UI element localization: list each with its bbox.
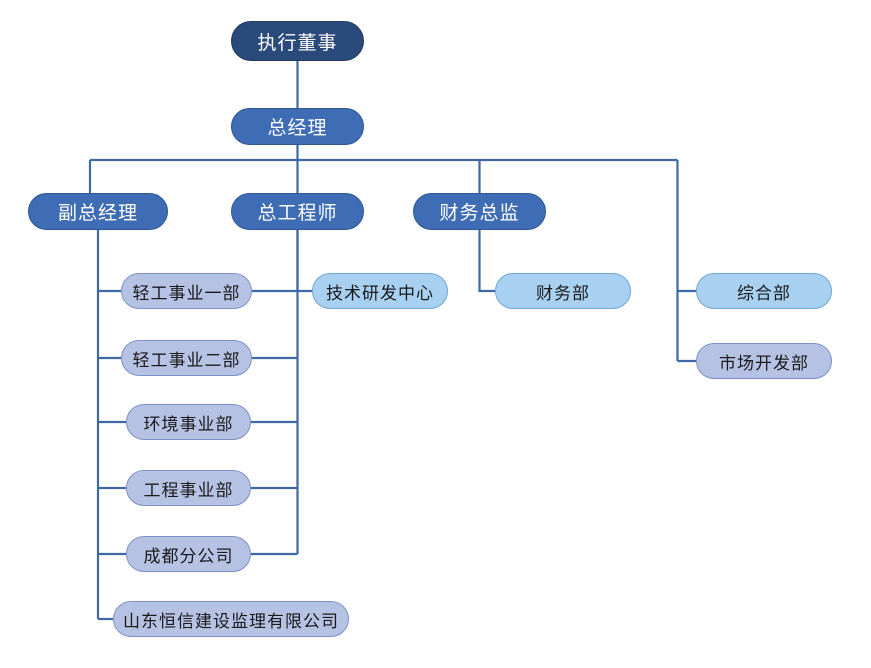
node-deputy-general-manager[interactable]: 副总经理 — [28, 193, 168, 230]
node-label: 山东恒信建设监理有限公司 — [123, 611, 339, 631]
node-general-manager[interactable]: 总经理 — [231, 108, 364, 145]
node-label: 轻工事业一部 — [132, 283, 241, 303]
node-chief-engineer[interactable]: 总工程师 — [231, 193, 364, 230]
node-label: 总工程师 — [257, 203, 338, 224]
node-rnd-center[interactable]: 技术研发中心 — [312, 273, 448, 309]
node-label: 成都分公司 — [143, 546, 234, 566]
node-label: 环境事业部 — [143, 414, 234, 434]
node-cfo[interactable]: 财务总监 — [413, 193, 546, 230]
node-label: 技术研发中心 — [326, 283, 434, 303]
edge-cfo-trunk — [478, 230, 495, 293]
node-label: 总经理 — [267, 118, 328, 139]
node-market-development-department[interactable]: 市场开发部 — [696, 343, 832, 379]
node-environment-division[interactable]: 环境事业部 — [126, 404, 251, 440]
node-label: 综合部 — [737, 283, 791, 303]
node-light-industry-div-1[interactable]: 轻工事业一部 — [121, 273, 252, 309]
node-general-affairs-department[interactable]: 综合部 — [696, 273, 832, 309]
node-label: 副总经理 — [57, 203, 138, 224]
node-label: 财务总监 — [439, 203, 520, 224]
node-engineering-division[interactable]: 工程事业部 — [126, 470, 251, 506]
node-label: 工程事业部 — [143, 480, 234, 500]
edge-chiefeng-rnd — [296, 230, 312, 293]
node-label: 财务部 — [536, 283, 590, 303]
node-executive-director[interactable]: 执行董事 — [231, 21, 364, 61]
node-finance-department[interactable]: 财务部 — [495, 273, 631, 309]
node-chengdu-branch[interactable]: 成都分公司 — [126, 536, 251, 572]
node-shandong-hengxin-supervision[interactable]: 山东恒信建设监理有限公司 — [113, 601, 349, 637]
node-label: 轻工事业二部 — [132, 350, 241, 370]
node-label: 市场开发部 — [719, 353, 809, 373]
node-label: 执行董事 — [257, 32, 338, 54]
node-light-industry-div-2[interactable]: 轻工事业二部 — [121, 340, 252, 376]
